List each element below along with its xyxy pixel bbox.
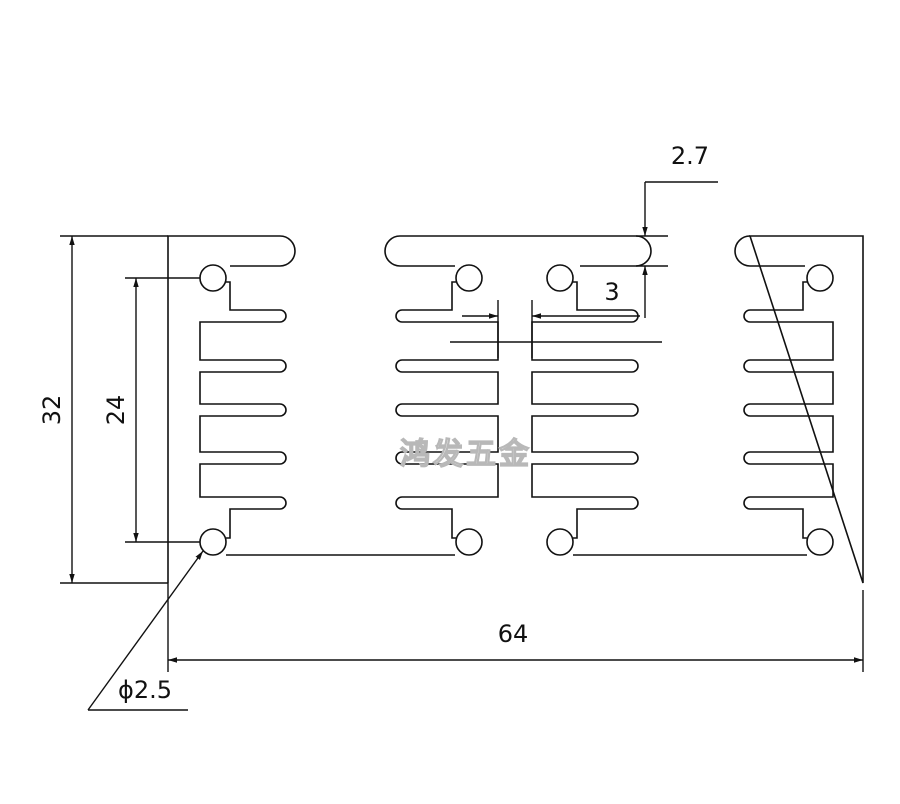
dim-gap-3 [450,300,662,358]
hole-bottom-left [199,528,227,556]
label-gap-3: 3 [604,278,619,306]
fin-group-left [199,281,455,556]
fin-group-right [743,281,834,539]
hole-top-center-right [546,264,574,292]
hole-bottom-center-right [546,528,574,556]
label-hole-diameter: ϕ2.5 [118,676,172,704]
watermark-text: 鸿发五金 [400,437,532,472]
hole-top-right [806,264,834,292]
dim-thickness-2-7 [636,181,718,318]
label-height-32: 32 [38,395,66,426]
label-height-24: 24 [102,395,130,426]
top-slot-center-right [580,235,652,267]
top-slot-center-left [384,235,455,267]
top-slot-left [230,235,296,267]
dim-height-32 [60,235,168,584]
hole-top-left [199,264,227,292]
hole-bottom-center-left [455,528,483,556]
fin-group-center-left [395,281,499,539]
hole-bottom-right [806,528,834,556]
hole-top-center-left [455,264,483,292]
fin-group-center-right [531,281,807,556]
label-thickness-2-7: 2.7 [671,142,709,170]
label-width-64: 64 [498,620,529,648]
dim-hole-diameter [87,550,204,711]
top-slot-right [734,235,805,267]
profile-outline [167,235,864,584]
dim-width-64 [167,583,864,672]
dim-height-24 [125,277,200,543]
